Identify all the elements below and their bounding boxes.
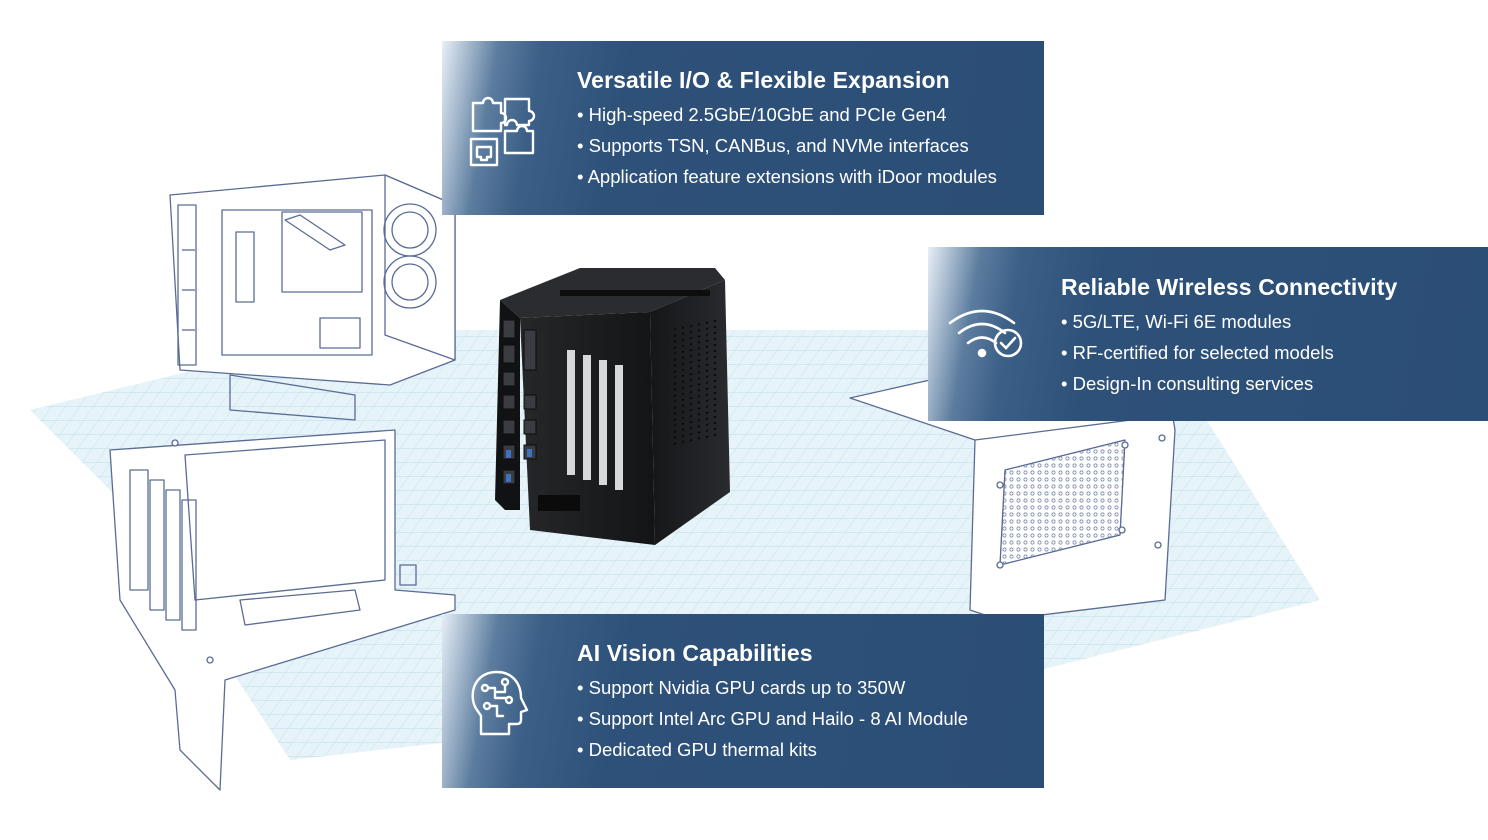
feature-panel-io: Versatile I/O & Flexible Expansion • Hig… bbox=[442, 41, 1044, 215]
list-item: • Support Nvidia GPU cards up to 350W bbox=[577, 677, 906, 698]
list-item: • Support Intel Arc GPU and Hailo - 8 AI… bbox=[577, 708, 969, 729]
feature-panel-wireless: Reliable Wireless Connectivity • 5G/LTE,… bbox=[928, 247, 1488, 421]
panel-io-title: Versatile I/O & Flexible Expansion bbox=[577, 67, 950, 93]
puzzle-ethernet-icon bbox=[469, 96, 536, 167]
list-item: • 5G/LTE, Wi-Fi 6E modules bbox=[1061, 311, 1292, 332]
list-item: • High-speed 2.5GbE/10GbE and PCIe Gen4 bbox=[577, 104, 947, 125]
gpu-bracket-line-art bbox=[109, 429, 456, 791]
panel-ai-title: AI Vision Capabilities bbox=[577, 640, 813, 666]
panel-wireless-list: • 5G/LTE, Wi-Fi 6E modules • RF-certifie… bbox=[1061, 306, 1334, 399]
feature-panel-ai: AI Vision Capabilities • Support Nvidia … bbox=[442, 614, 1044, 788]
list-item: • Design-In consulting services bbox=[1061, 373, 1314, 394]
side-panel-line-art bbox=[849, 379, 1176, 621]
panel-ai-list: • Support Nvidia GPU cards up to 350W • … bbox=[577, 672, 968, 765]
list-item: • RF-certified for selected models bbox=[1061, 342, 1334, 363]
list-item: • Supports TSN, CANBus, and NVMe interfa… bbox=[577, 135, 969, 156]
list-item: • Dedicated GPU thermal kits bbox=[577, 739, 817, 760]
list-item: • Application feature extensions with iD… bbox=[577, 166, 997, 187]
ai-head-circuit-icon bbox=[471, 670, 529, 736]
wifi-check-icon bbox=[948, 309, 1023, 358]
central-device bbox=[495, 268, 730, 545]
panel-io-list: • High-speed 2.5GbE/10GbE and PCIe Gen4 … bbox=[577, 99, 997, 192]
chassis-line-art bbox=[169, 174, 456, 421]
panel-wireless-title: Reliable Wireless Connectivity bbox=[1061, 274, 1398, 300]
